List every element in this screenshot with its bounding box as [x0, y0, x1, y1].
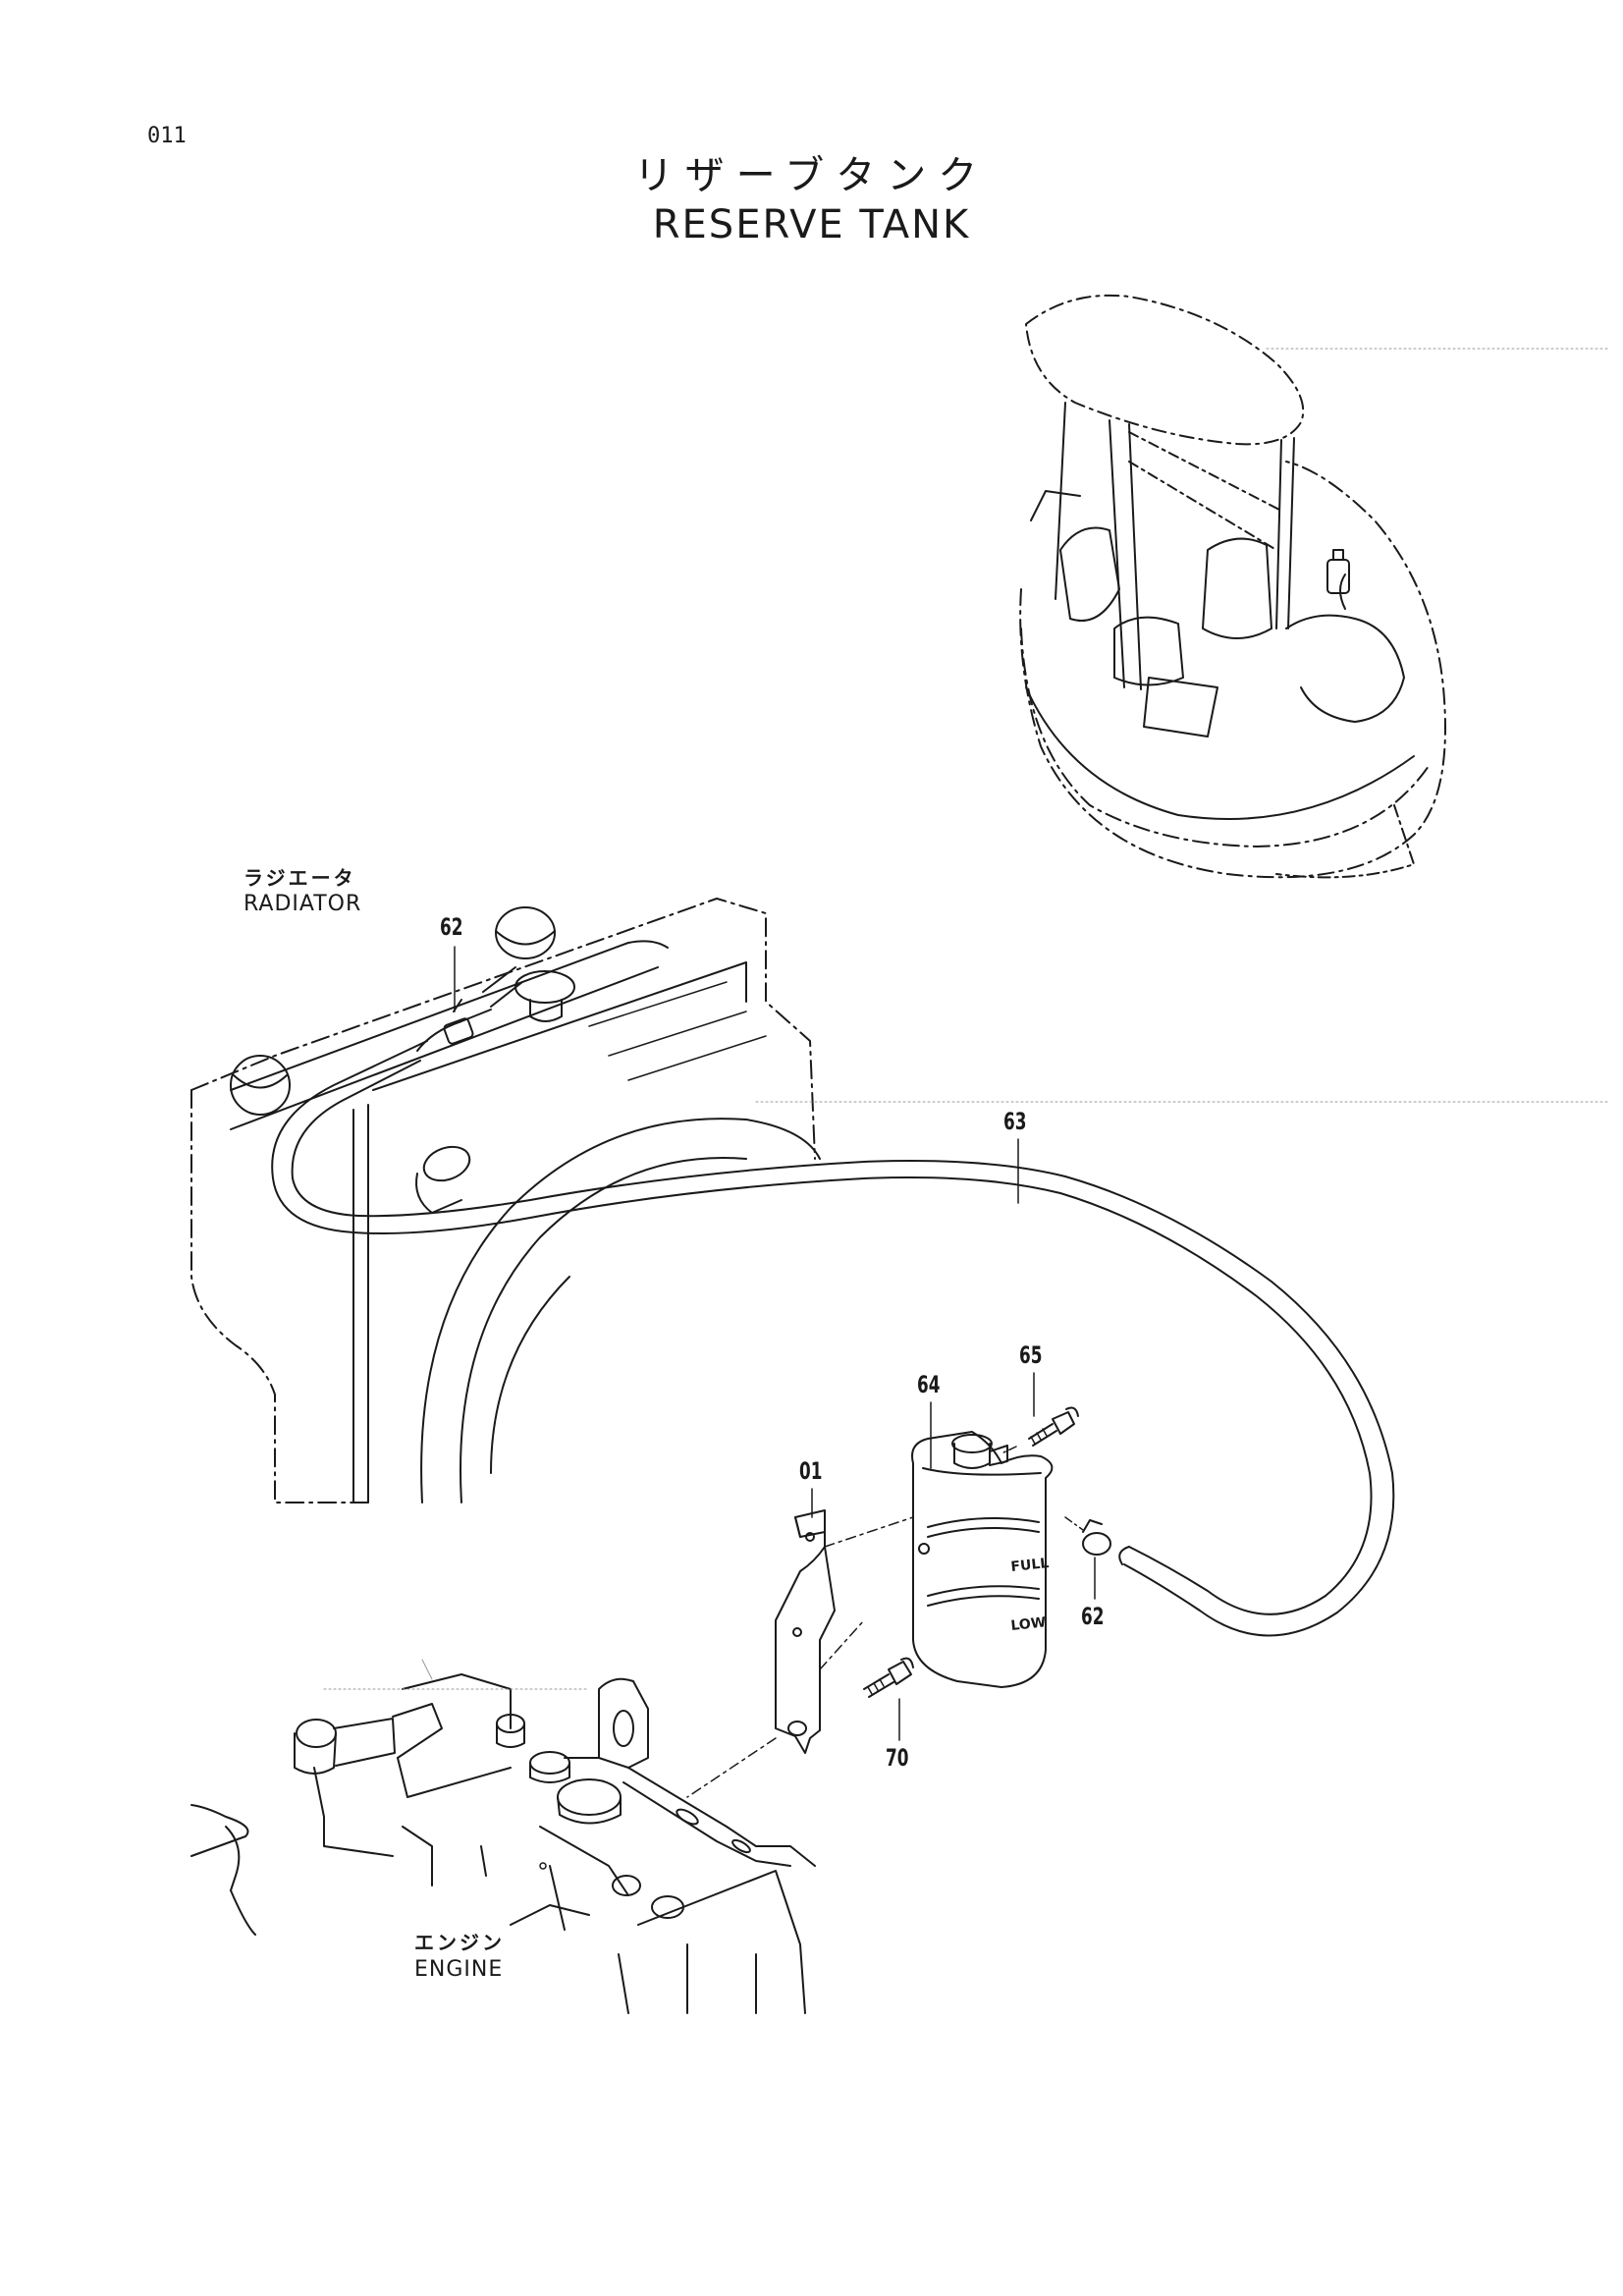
callout-65: 65	[1019, 1341, 1043, 1369]
bracket-01	[687, 1510, 913, 1797]
bolt-70	[864, 1659, 913, 1697]
reserve-tank-64: FULL LOW	[912, 1432, 1052, 1687]
radiator-label-ja: ラジエータ	[243, 866, 356, 890]
engine-label-en: ENGINE	[414, 1957, 504, 1982]
engine-illustration	[191, 1660, 815, 2013]
title-japanese: リザーブタンク	[633, 153, 990, 198]
tank-low-mark: LOW	[1010, 1614, 1047, 1634]
hose-clamp-62-lower	[1065, 1517, 1110, 1555]
callout-63: 63	[1003, 1108, 1027, 1135]
machine-overview-illustration	[1020, 296, 1610, 878]
tank-full-mark: FULL	[1010, 1556, 1050, 1575]
page-number: 011	[147, 124, 187, 148]
overflow-hose-63	[272, 1041, 1393, 1636]
callout-01: 01	[799, 1457, 823, 1485]
bolt-65	[1001, 1408, 1078, 1453]
radiator-illustration	[191, 899, 1610, 1503]
radiator-label-en: RADIATOR	[243, 892, 362, 916]
callout-70: 70	[886, 1744, 909, 1772]
callout-64: 64	[917, 1371, 941, 1398]
callout-leader-lines	[455, 947, 1095, 1740]
callout-62-upper: 62	[440, 913, 463, 941]
callout-62-lower: 62	[1081, 1603, 1105, 1630]
engine-label-ja: エンジン	[414, 1931, 505, 1954]
title-english: RESERVE TANK	[652, 202, 971, 247]
